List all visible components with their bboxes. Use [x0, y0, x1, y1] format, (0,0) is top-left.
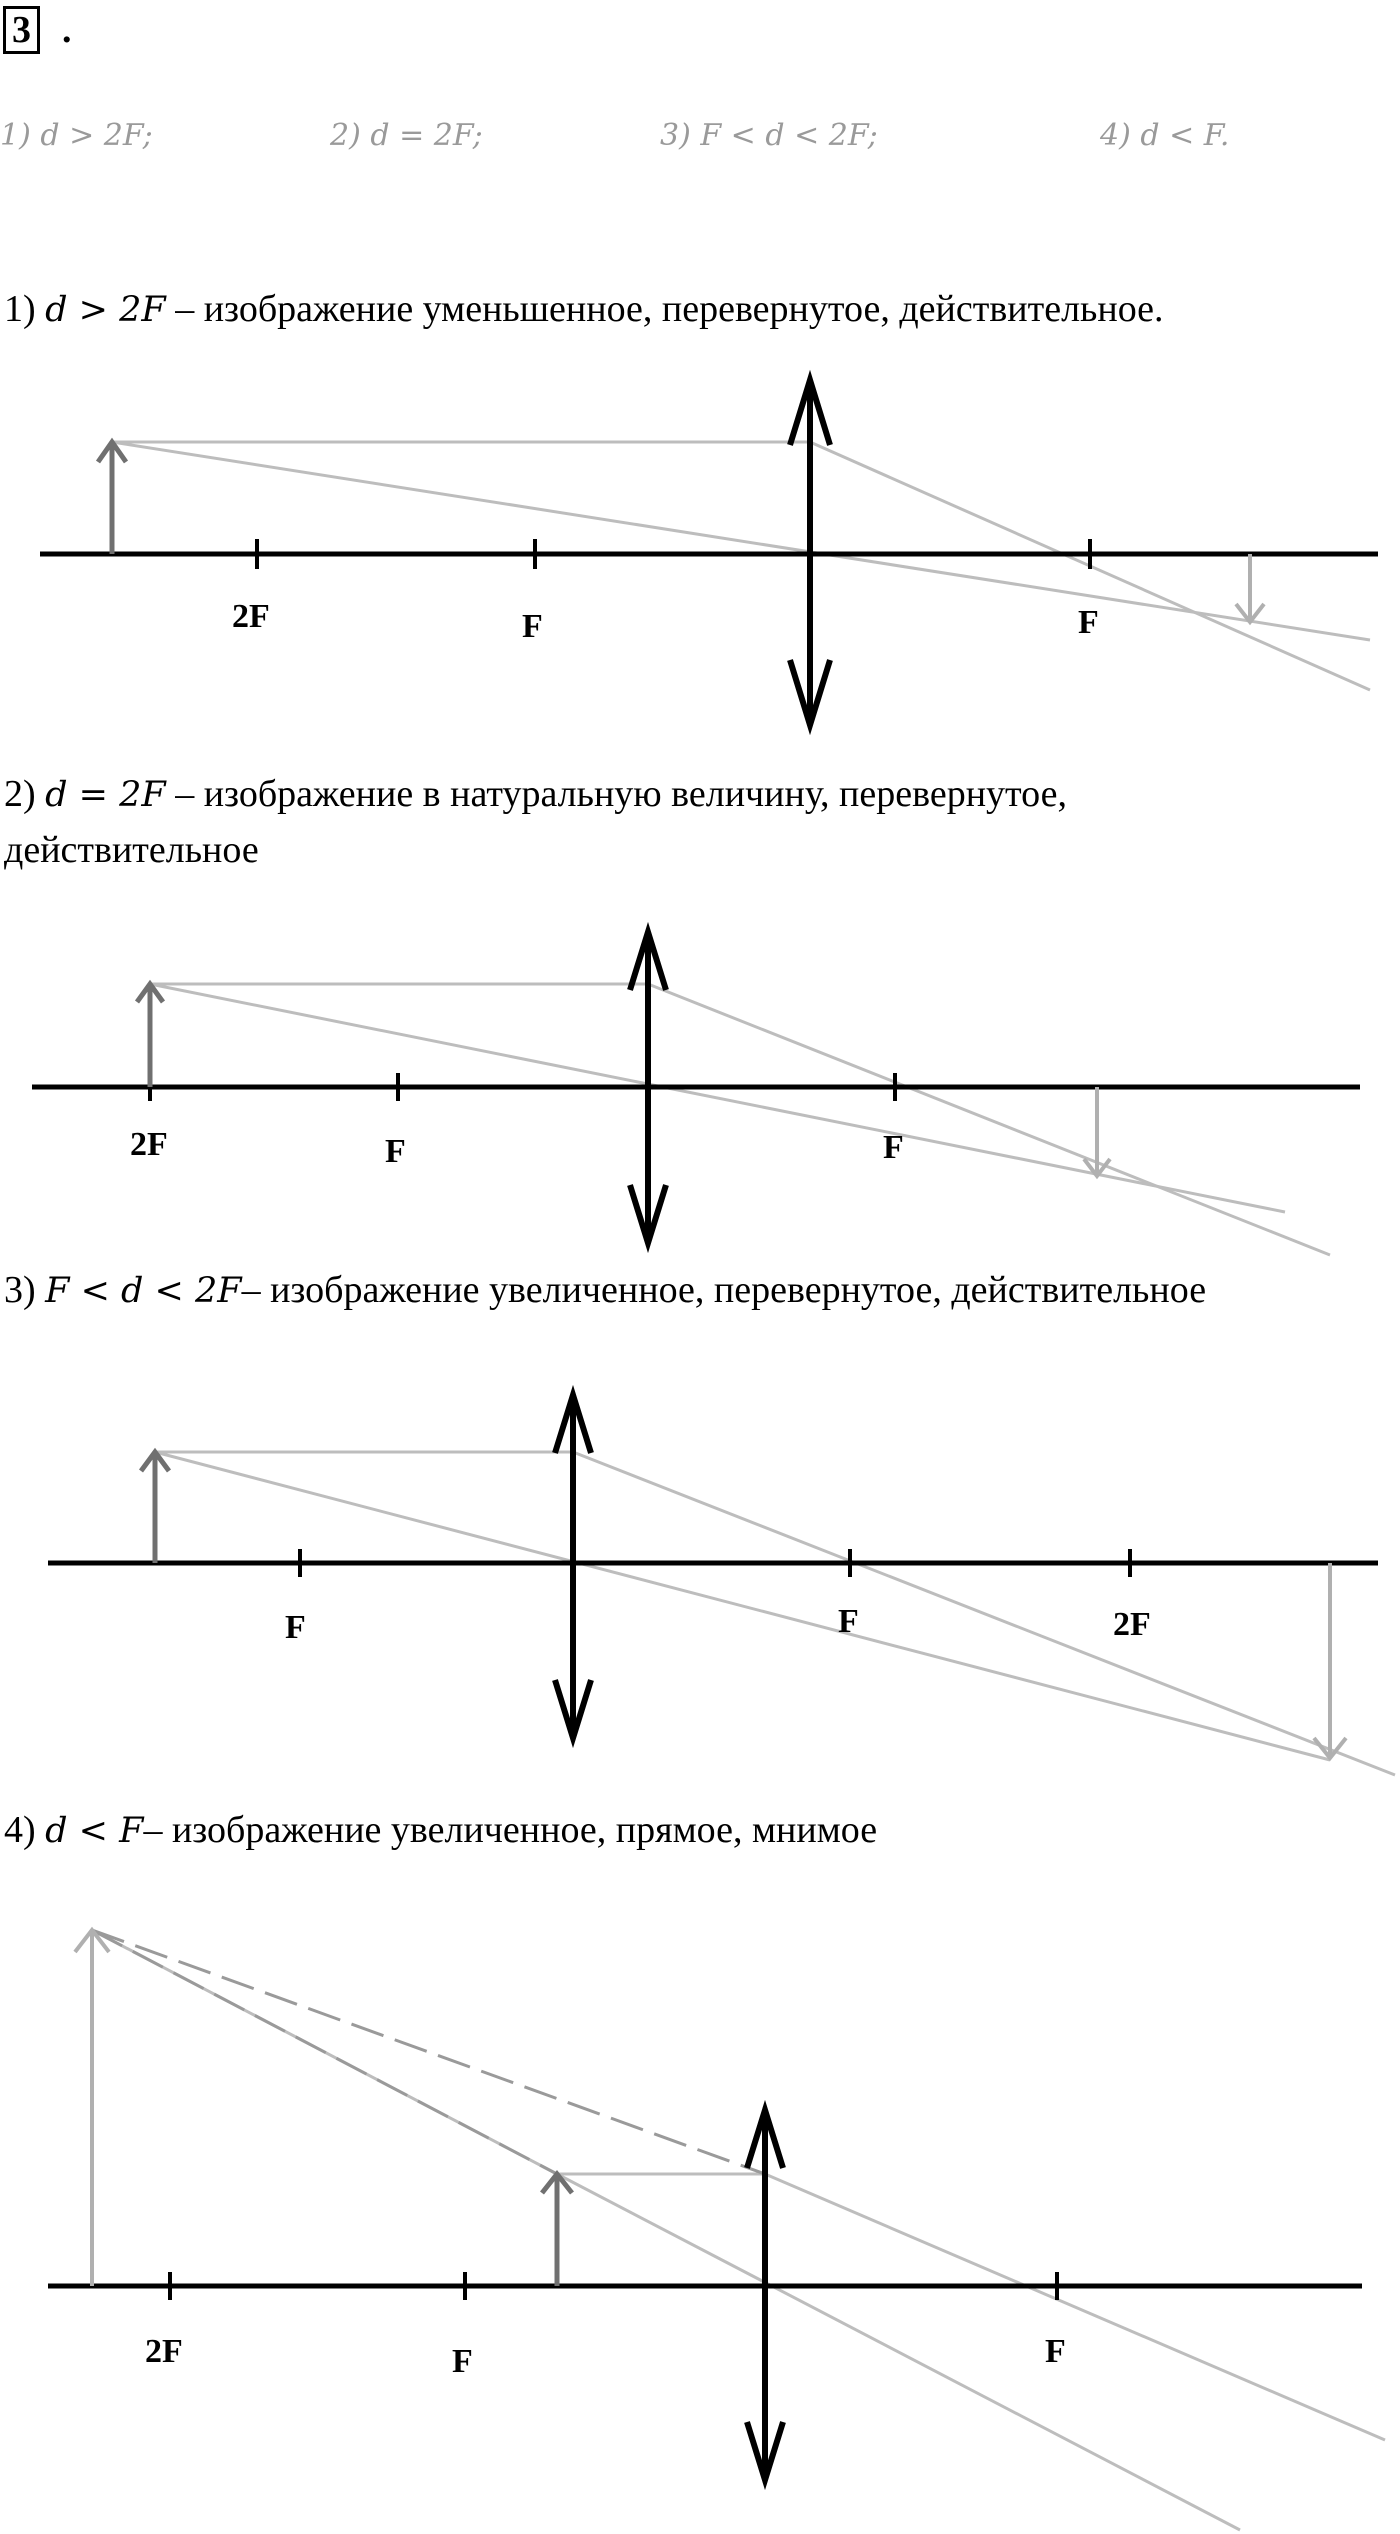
- case-4-image-arrow: [73, 1926, 111, 2286]
- case-4-label-f-right: F: [1045, 2333, 1066, 2370]
- case-1-lens: [787, 369, 833, 736]
- option-1: 1) d > 2F;: [0, 118, 153, 153]
- case-1-title: 1) d > 2F – изображение уменьшенное, пер…: [4, 287, 1164, 331]
- option-3: 3) F < d < 2F;: [660, 118, 878, 153]
- case-3-central-ray: [154, 1450, 1331, 1762]
- case-3-label-2f: 2F: [1113, 1606, 1151, 1643]
- case-3-rays: [154, 1450, 1396, 1777]
- case-2-diagram: 2F F F: [32, 921, 1360, 1257]
- case-2-condition: d = 2F: [45, 775, 166, 815]
- case-1-condition: d > 2F: [45, 290, 166, 330]
- case-2-central-ray: [149, 982, 1286, 1214]
- case-2-title: 2) d = 2F – изображение в натуральную ве…: [4, 772, 1067, 816]
- case-3-object-arrow: [138, 1447, 172, 1563]
- case-4-title: 4) d < F– изображение увеличенное, прямо…: [4, 1808, 877, 1852]
- case-4-dashed-extensions: [91, 1928, 766, 2176]
- case-4-diagram: 2F F F: [48, 1926, 1386, 2532]
- case-2-label-f-left: F: [385, 1133, 406, 1170]
- case-1-number: 1): [4, 288, 36, 330]
- case-2-lens: [627, 921, 669, 1254]
- case-2-description-line-2: действительное: [4, 829, 259, 871]
- case-2-number: 2): [4, 773, 36, 815]
- case-3-description: – изображение увеличенное, перевернутое,…: [241, 1269, 1207, 1311]
- case-4-refracted-ray-extension: [91, 1928, 766, 2176]
- case-4-central-ray: [556, 2172, 1241, 2532]
- case-2-rays: [149, 982, 1331, 1257]
- case-3-title: 3) F < d < 2F– изображение увеличенное, …: [4, 1268, 1206, 1312]
- case-2-label-f-right: F: [883, 1129, 904, 1166]
- task-number: 3: [3, 6, 40, 54]
- case-4-lens: [744, 2099, 786, 2491]
- case-3-condition: F < d < 2F: [45, 1271, 242, 1311]
- task-number-dot: .: [62, 9, 72, 51]
- case-3-label-f-left: F: [285, 1609, 306, 1646]
- case-2-refracted-ray: [647, 982, 1331, 1257]
- case-3-lens: [552, 1384, 594, 1749]
- case-4-ticks: [168, 2272, 1059, 2300]
- case-4-object-arrow: [540, 2169, 574, 2286]
- case-1-label-f-left: F: [522, 608, 543, 645]
- case-1-object-arrow: [95, 437, 129, 554]
- case-4-rays: [91, 1928, 1386, 2532]
- option-4: 4) d < F.: [1100, 118, 1230, 153]
- case-4-condition: d < F: [45, 1811, 144, 1851]
- case-1-central-ray: [111, 440, 1371, 642]
- case-1-ticks: [255, 539, 1092, 569]
- case-4-number: 4): [4, 1809, 36, 1851]
- case-3-label-f-right: F: [838, 1603, 859, 1640]
- case-1-image-arrow: [1234, 554, 1266, 626]
- case-2-description: – изображение в натуральную величину, пе…: [165, 773, 1067, 815]
- case-2-object-arrow: [134, 979, 166, 1087]
- case-1-diagram: 2F F F: [40, 369, 1378, 736]
- case-1-rays: [111, 440, 1371, 692]
- case-4-description: – изображение увеличенное, прямое, мнимо…: [143, 1809, 878, 1851]
- case-3-ticks: [298, 1549, 1132, 1577]
- case-3-image-arrow: [1312, 1563, 1348, 1762]
- case-1-label-f-right: F: [1078, 604, 1099, 641]
- case-3-refracted-ray: [572, 1450, 1396, 1777]
- case-4-central-ray-extension: [91, 1928, 558, 2176]
- case-2-label-2f: 2F: [130, 1126, 168, 1163]
- case-4-label-2f: 2F: [145, 2333, 183, 2370]
- option-2: 2) d = 2F;: [330, 118, 483, 153]
- case-4-label-f-left: F: [452, 2343, 473, 2380]
- case-4-refracted-ray: [764, 2172, 1386, 2442]
- case-3-number: 3): [4, 1269, 36, 1311]
- case-2-image-arrow: [1082, 1087, 1112, 1180]
- case-1-description: – изображение уменьшенное, перевернутое,…: [165, 288, 1164, 330]
- case-3-diagram: F F 2F: [48, 1384, 1396, 1777]
- case-1-label-2f: 2F: [232, 598, 270, 635]
